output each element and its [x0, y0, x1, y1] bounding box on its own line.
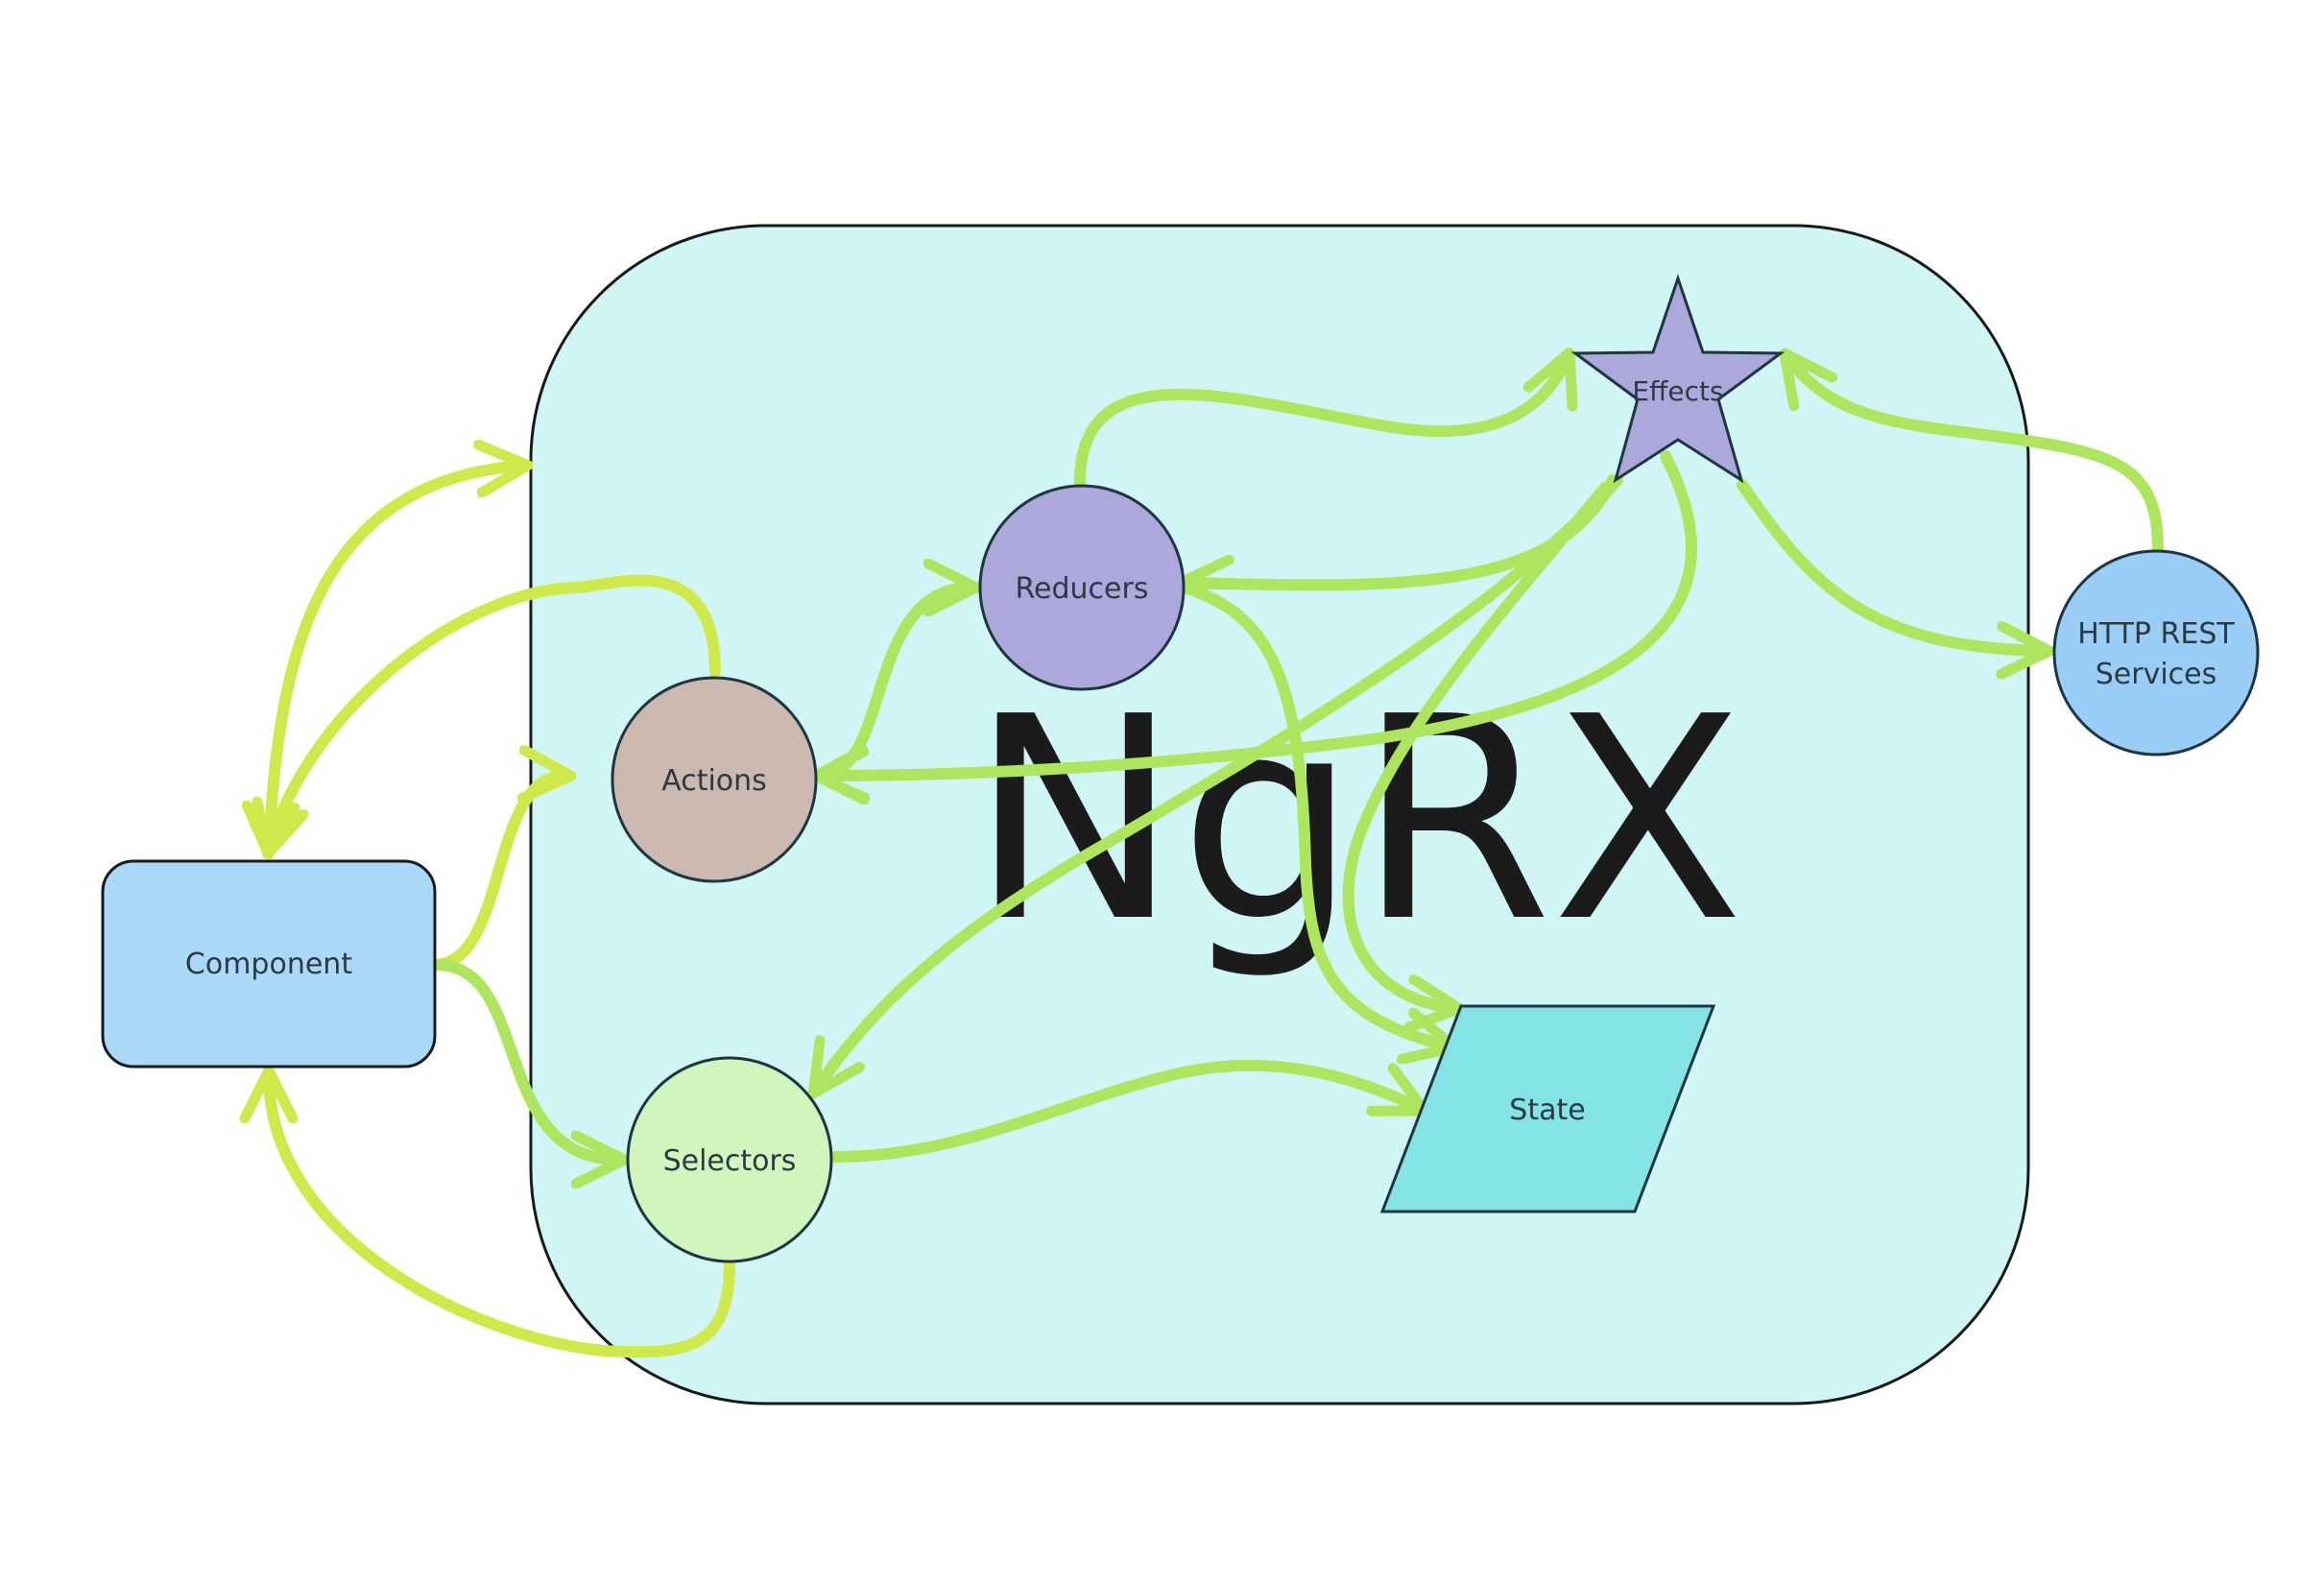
reducers-node[interactable]: Reducers	[978, 484, 1186, 691]
arrow-selectors-state	[829, 1059, 1421, 1163]
state-shape	[1379, 1004, 1716, 1213]
selectors-label: Selectors	[663, 1144, 797, 1178]
arrow-component-selectors	[431, 959, 619, 1160]
actions-node[interactable]: Actions	[611, 676, 818, 883]
http-label-line1: HTTP REST	[2077, 617, 2235, 651]
arrow-effects-selectors	[816, 474, 1623, 1090]
selectors-circle	[626, 1056, 833, 1263]
effects-node[interactable]: Effects	[1570, 274, 1785, 484]
component-node[interactable]: Component	[101, 859, 437, 1069]
selectors-node[interactable]: Selectors	[626, 1056, 833, 1263]
reducers-circle	[978, 484, 1186, 691]
http-label-line2: Services	[2096, 658, 2217, 691]
arrow-reducers-state	[1180, 582, 1450, 1046]
arrow-component-actions	[431, 776, 566, 971]
arrow-effects-actions	[821, 450, 1697, 776]
arrow-selectors-component	[269, 1075, 735, 1358]
connectors	[269, 357, 2164, 1358]
actions-label: Actions	[661, 764, 767, 798]
effects-label: Effects	[1632, 375, 1723, 407]
arrow-http-effects	[1787, 357, 2164, 555]
state-label: State	[1509, 1093, 1585, 1127]
http-circle	[2052, 549, 2260, 756]
arrow-reducers-effects	[1074, 357, 1568, 488]
actions-circle	[611, 676, 818, 883]
arrow-effects-http	[1737, 479, 2045, 651]
arrow-component-container	[269, 466, 523, 850]
arrow-actions-component	[269, 574, 721, 850]
http-services-node[interactable]: HTTP REST Services	[2052, 549, 2260, 756]
component-box	[101, 859, 437, 1069]
reducers-label: Reducers	[1016, 572, 1149, 606]
state-node[interactable]: State	[1379, 1004, 1716, 1213]
component-label: Component	[185, 948, 352, 981]
arrow-effects-state	[1342, 482, 1611, 1008]
effects-star	[1570, 274, 1785, 484]
